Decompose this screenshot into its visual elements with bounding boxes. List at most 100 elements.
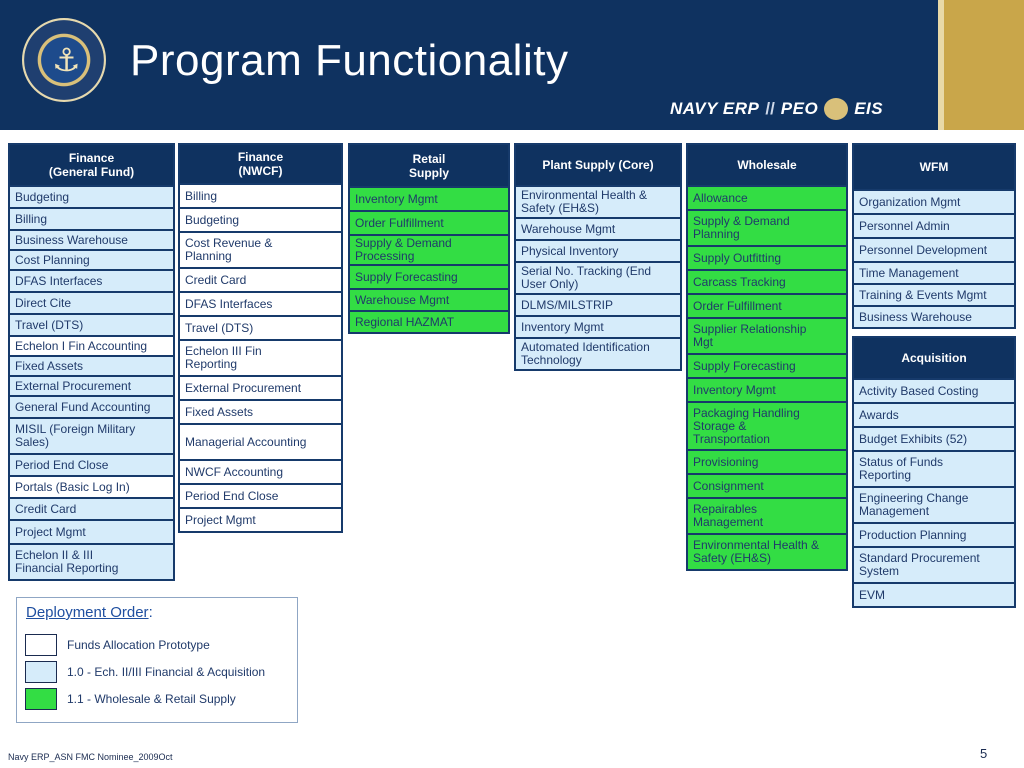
logo-peo: PEO [780, 99, 819, 118]
function-cell: Billing [10, 209, 173, 229]
column-plant-supply: Plant Supply (Core)Environmental Health … [514, 143, 682, 371]
function-cell: Travel (DTS) [10, 315, 173, 335]
function-cell: Period End Close [180, 485, 341, 507]
function-cell: Project Mgmt [180, 509, 341, 531]
logo-navy-erp: NAVY ERP [670, 99, 760, 118]
function-cell: Business Warehouse [854, 307, 1014, 327]
function-cell: Fixed Assets [180, 401, 341, 423]
page-title: Program Functionality [130, 36, 569, 85]
column-header: Wholesale [688, 145, 846, 185]
function-cell: General Fund Accounting [10, 397, 173, 417]
column-header: WFM [854, 145, 1014, 189]
function-cell: Supplier Relationship Mgt [688, 319, 846, 353]
function-cell: Project Mgmt [10, 521, 173, 543]
function-cell: DLMS/MILSTRIP [516, 295, 680, 315]
legend-label: 1.1 - Wholesale & Retail Supply [67, 692, 236, 706]
function-cell: Packaging Handling Storage & Transportat… [688, 403, 846, 449]
footer-text: Navy ERP_ASN FMC Nominee_2009Oct [8, 752, 173, 762]
column-header: Plant Supply (Core) [516, 145, 680, 185]
function-cell: Inventory Mgmt [350, 188, 508, 210]
legend-swatch-light-blue [25, 661, 57, 683]
function-cell: Physical Inventory [516, 241, 680, 261]
peo-emblem-icon [824, 98, 849, 120]
column-header: Finance (General Fund) [10, 145, 173, 185]
function-cell: Period End Close [10, 455, 173, 475]
function-cell: Cost Planning [10, 251, 173, 269]
function-cell: Managerial Accounting [180, 425, 341, 459]
header-accent-light [938, 0, 944, 130]
function-cell: Echelon III Fin Reporting [180, 341, 341, 375]
function-cell: Serial No. Tracking (End User Only) [516, 263, 680, 293]
function-cell: EVM [854, 584, 1014, 606]
legend-label: 1.0 - Ech. II/III Financial & Acquisitio… [67, 665, 266, 679]
function-cell: Consignment [688, 475, 846, 497]
function-cell: Warehouse Mgmt [516, 219, 680, 239]
legend-item: 1.0 - Ech. II/III Financial & Acquisitio… [25, 661, 265, 683]
function-cell: Order Fulfillment [688, 295, 846, 317]
function-cell: Organization Mgmt [854, 191, 1014, 213]
function-cell: Budgeting [10, 187, 173, 207]
function-cell: Budget Exhibits (52) [854, 428, 1014, 450]
function-cell: External Procurement [10, 377, 173, 395]
column-header: Retail Supply [350, 145, 508, 186]
function-cell: Business Warehouse [10, 231, 173, 249]
function-cell: Portals (Basic Log In) [10, 477, 173, 497]
function-cell: Direct Cite [10, 293, 173, 313]
function-cell: Travel (DTS) [180, 317, 341, 339]
function-cell: External Procurement [180, 377, 341, 399]
function-cell: Billing [180, 185, 341, 207]
function-cell: Order Fulfillment [350, 212, 508, 234]
legend-item: Funds Allocation Prototype [25, 634, 210, 656]
legend-title: Deployment Order: [26, 604, 153, 621]
function-cell: Automated Identification Technology [516, 339, 680, 369]
function-cell: Awards [854, 404, 1014, 426]
logo-separator: // [765, 99, 775, 118]
navy-erp-logo: NAVY ERP // PEO EIS [670, 96, 883, 122]
deployment-order-legend: Deployment Order: Funds Allocation Proto… [16, 597, 298, 723]
function-cell: Personnel Development [854, 239, 1014, 261]
column-cells: Environmental Health & Safety (EH&S)Ware… [516, 185, 680, 369]
function-cell: Credit Card [10, 499, 173, 519]
function-cell: Supply Forecasting [688, 355, 846, 377]
function-cell: Production Planning [854, 524, 1014, 546]
function-cell: Engineering Change Management [854, 488, 1014, 522]
page-number: 5 [980, 746, 988, 761]
legend-label: Funds Allocation Prototype [67, 638, 210, 652]
logo-eis: EIS [854, 99, 884, 118]
function-cell: Environmental Health & Safety (EH&S) [688, 535, 846, 569]
function-cell: Supply Forecasting [350, 266, 508, 288]
function-cell: Regional HAZMAT [350, 312, 508, 332]
function-cell: Supply Outfitting [688, 247, 846, 269]
function-cell: Carcass Tracking [688, 271, 846, 293]
navy-seal-icon: ⚓ [22, 18, 106, 102]
function-cell: Supply & Demand Processing [350, 236, 508, 264]
function-cell: Fixed Assets [10, 357, 173, 375]
function-cell: Inventory Mgmt [688, 379, 846, 401]
function-cell: Training & Events Mgmt [854, 285, 1014, 305]
function-cell: Status of Funds Reporting [854, 452, 1014, 486]
function-cell: Repairables Management [688, 499, 846, 533]
function-cell: MISIL (Foreign Military Sales) [10, 419, 173, 453]
function-cell: Time Management [854, 263, 1014, 283]
function-cell: Supply & Demand Planning [688, 211, 846, 245]
function-cell: Provisioning [688, 451, 846, 473]
function-cell: DFAS Interfaces [180, 293, 341, 315]
legend-item: 1.1 - Wholesale & Retail Supply [25, 688, 236, 710]
header-banner: ⚓ Program Functionality NAVY ERP // PEO … [0, 0, 1024, 130]
legend-swatch-white [25, 634, 57, 656]
function-cell: Echelon I Fin Accounting [10, 337, 173, 355]
function-cell: Activity Based Costing [854, 380, 1014, 402]
function-cell: Standard Procurement System [854, 548, 1014, 582]
function-cell: Environmental Health & Safety (EH&S) [516, 187, 680, 217]
function-cell: Credit Card [180, 269, 341, 291]
function-cell: Personnel Admin [854, 215, 1014, 237]
